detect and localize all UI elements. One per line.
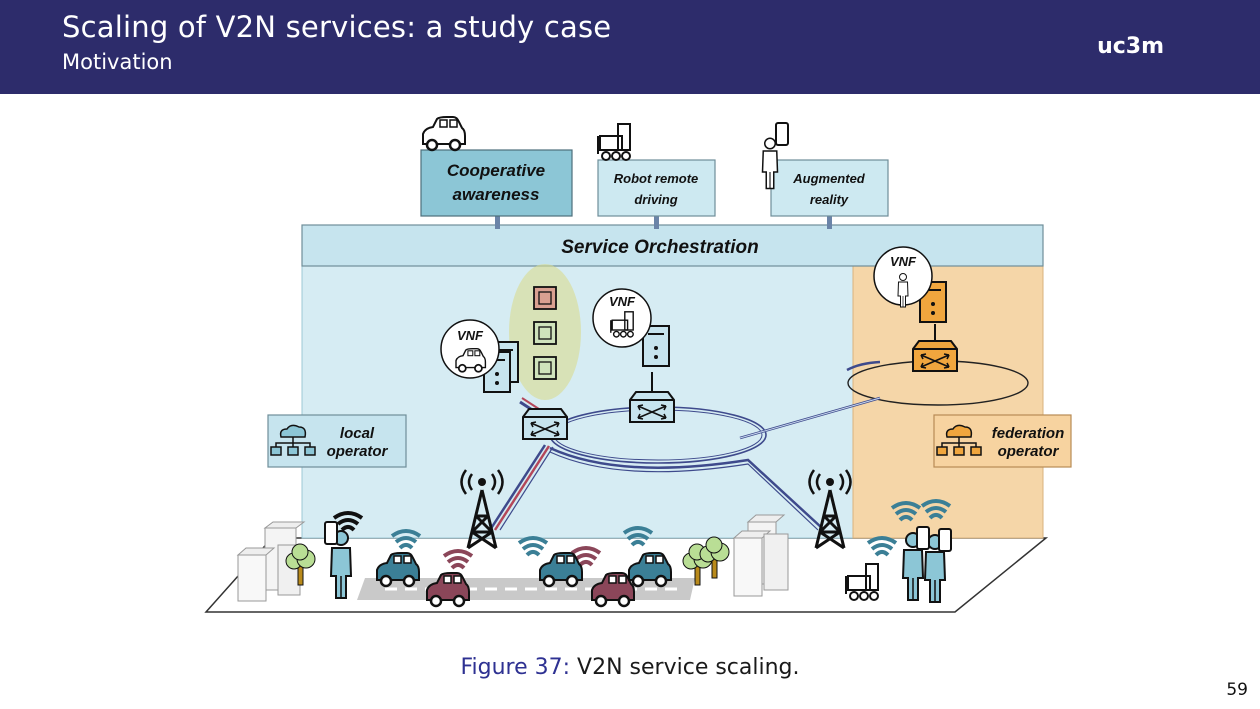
service-label-robot-line2: driving [634,192,677,207]
service-box-robot-remote-driving [597,159,716,217]
vnf-label: VNF [457,328,484,343]
local-operator-box: local operator [267,414,407,468]
page-number: 59 [1226,680,1248,700]
service-label-robot-line1: Robot remote [614,171,699,186]
local-operator-line2: operator [327,443,389,460]
service-label-cooperative-line2: awareness [453,185,540,204]
service-label-ar-line1: Augmented [792,171,866,186]
service-label-ar-line2: reality [810,192,849,207]
vnf-bubble-car: VNF [440,319,500,379]
phone-icon [938,528,952,552]
figure-number: Figure 37: [460,655,571,680]
figure-caption-text: V2N service scaling. [577,655,800,680]
vnf-bubble-ar: VNF [873,246,933,308]
router-federation [912,340,958,372]
cpu-chip-icons [533,286,557,380]
vnf-label: VNF [890,254,917,269]
service-orchestration-label: Service Orchestration [561,237,758,258]
phone-icon [775,122,789,146]
uc3m-logo: uc3m [1097,34,1164,59]
figure-caption: Figure 37: V2N service scaling. [0,655,1260,680]
router-local-2 [629,391,675,423]
router-local-1 [522,408,568,440]
car-icon [421,115,467,152]
slide-subtitle: Motivation [62,50,173,74]
v2n-scaling-diagram: Service Orchestration Cooperative awaren… [204,115,1072,613]
phone-icon [324,521,338,545]
header-bar: Scaling of V2N services: a study case Mo… [0,0,1260,94]
service-label-cooperative-line1: Cooperative [447,161,545,180]
slide-title: Scaling of V2N services: a study case [62,10,612,44]
vnf-bubble-robot: VNF [592,288,652,348]
federation-operator-line2: operator [998,443,1060,460]
federation-domain-area [852,265,1044,539]
robot-icon [597,123,631,161]
phone-icon [916,526,930,550]
buildings-right [732,514,789,597]
federation-operator-box: federation operator [933,414,1072,468]
local-operator-line1: local [340,425,375,442]
vnf-label: VNF [609,294,636,309]
service-box-augmented-reality [770,159,889,217]
federation-operator-line1: federation [992,425,1065,442]
service-box-cooperative-awareness [420,149,573,217]
